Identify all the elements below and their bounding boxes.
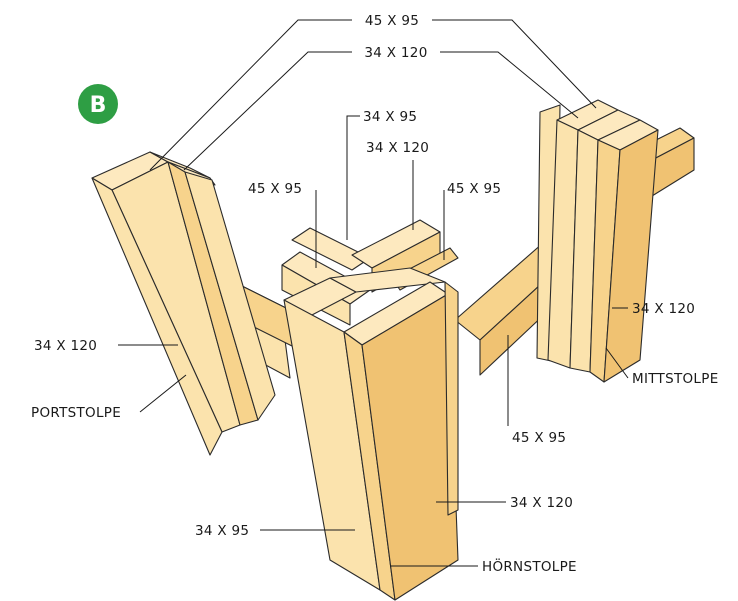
label-top-45x95: 45 X 95 — [365, 13, 419, 29]
label-mittstolpe: MITTSTOLPE — [632, 371, 719, 387]
corner-post — [283, 267, 459, 601]
label-hornstolpe: HÖRNSTOLPE — [482, 557, 577, 575]
leader-lines — [118, 19, 629, 567]
label-port-34x120: 34 X 120 — [34, 338, 97, 354]
label-corner-34x120: 34 X 120 — [510, 495, 573, 511]
label-mitt-34x120: 34 X 120 — [632, 301, 695, 317]
label-center-right-45x95: 45 X 95 — [447, 181, 501, 197]
label-portstolpe: PORTSTOLPE — [31, 405, 121, 421]
badge-b: B — [78, 84, 118, 124]
label-center-34x95: 34 X 95 — [363, 109, 417, 125]
badge-circle — [78, 84, 118, 124]
label-top-34x120: 34 X 120 — [364, 45, 427, 61]
label-center-34x120: 34 X 120 — [366, 140, 429, 156]
label-corner-34x95: 34 X 95 — [195, 523, 249, 539]
port-post — [91, 151, 276, 456]
badge-letter: B — [90, 93, 107, 118]
labels: 45 X 95 34 X 120 34 X 95 34 X 120 45 X 9… — [31, 13, 719, 575]
middle-post — [536, 99, 659, 383]
label-rail-45x95: 45 X 95 — [512, 430, 566, 446]
label-center-left-45x95: 45 X 95 — [248, 181, 302, 197]
